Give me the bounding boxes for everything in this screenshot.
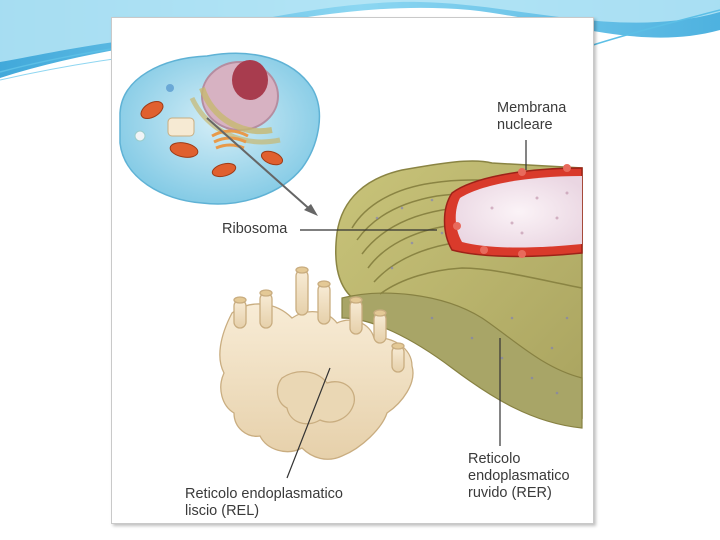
label-rough-er: Reticolo endoplasmatico ruvido (RER) xyxy=(468,451,570,502)
label-ribosome: Ribosoma xyxy=(222,221,287,238)
nucleolus xyxy=(232,60,268,100)
cell-illustration xyxy=(112,18,593,523)
figure-panel: Membrana nucleare Ribosoma Reticolo endo… xyxy=(111,17,594,524)
inset-smooth-er xyxy=(168,118,194,136)
label-nuclear-membrane: Membrana nucleare xyxy=(497,100,566,134)
cell-overview-inset xyxy=(120,53,319,216)
label-smooth-er: Reticolo endoplasmatico liscio (REL) xyxy=(185,486,343,520)
